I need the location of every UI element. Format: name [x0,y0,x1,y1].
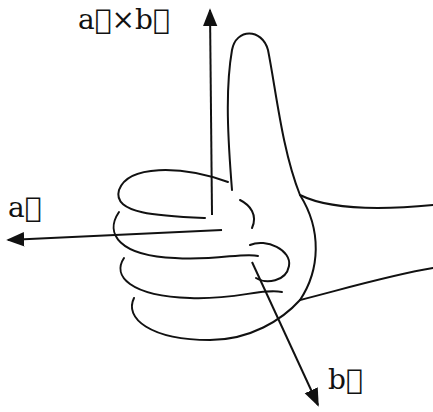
cross-product-label: a⃗×b⃗ [76,2,172,38]
vector-a-label: a⃗ [6,190,44,226]
vector-a-arrow [8,230,222,240]
cross-product-arrow [210,10,212,215]
vector-b-label: b⃗ [326,362,365,398]
vector-b-arrow [252,262,318,405]
hand-outline [114,34,433,341]
vector-arrows [8,10,318,405]
